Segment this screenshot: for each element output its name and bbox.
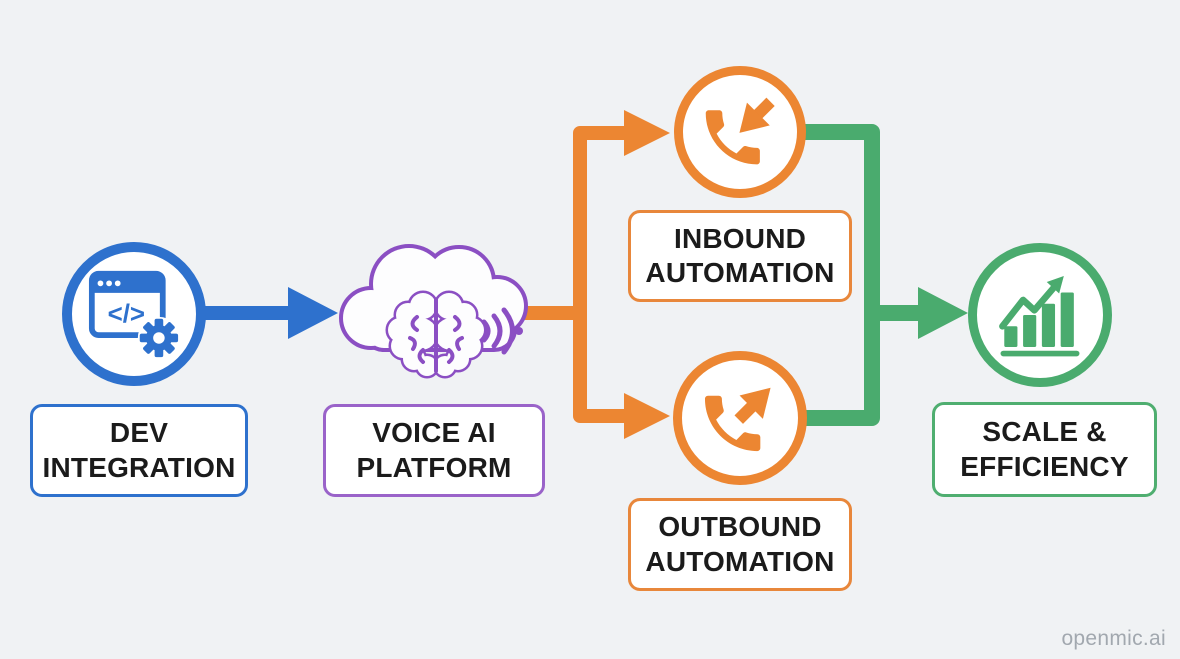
- phone-incoming-icon: [705, 97, 775, 165]
- label-line: INTEGRATION: [42, 451, 236, 483]
- gear-icon: [137, 316, 180, 360]
- orange-split-connector: [524, 110, 670, 439]
- green-merge-connector: [798, 124, 968, 426]
- label-line: AUTOMATION: [645, 545, 835, 577]
- scale-efficiency-label: SCALE & EFFICIENCY: [932, 402, 1157, 497]
- dev-integration-label: DEV INTEGRATION: [30, 404, 248, 497]
- watermark: openmic.ai: [1061, 627, 1166, 650]
- label-line: INBOUND: [673, 222, 807, 254]
- label-line: DEV: [109, 417, 169, 449]
- code-window-gear-icon: </>: [88, 270, 180, 360]
- cloud-brain-voice-icon: [339, 244, 528, 379]
- scale-efficiency-node: [968, 243, 1112, 387]
- dev-integration-node: </>: [62, 242, 206, 386]
- phone-outgoing-icon: [704, 387, 771, 452]
- svg-text:</>: </>: [108, 301, 145, 329]
- voice-ai-platform-node: [337, 238, 537, 384]
- label-line: VOICE AI: [372, 417, 496, 449]
- growth-chart-icon: [999, 276, 1080, 357]
- outbound-automation-node: [673, 351, 807, 485]
- inbound-automation-label: INBOUND AUTOMATION: [628, 210, 852, 302]
- outbound-automation-label: OUTBOUND AUTOMATION: [628, 498, 852, 591]
- brain-icon: [385, 290, 487, 379]
- voice-ai-platform-label: VOICE AI PLATFORM: [323, 404, 545, 497]
- label-line: AUTOMATION: [645, 257, 835, 288]
- label-line: EFFICIENCY: [960, 450, 1129, 482]
- blue-arrow: [202, 287, 338, 339]
- label-line: PLATFORM: [356, 451, 512, 483]
- label-line: SCALE &: [982, 416, 1107, 448]
- inbound-automation-node: [674, 66, 806, 198]
- label-line: OUTBOUND: [658, 511, 822, 543]
- voice-waves-icon: [481, 307, 515, 355]
